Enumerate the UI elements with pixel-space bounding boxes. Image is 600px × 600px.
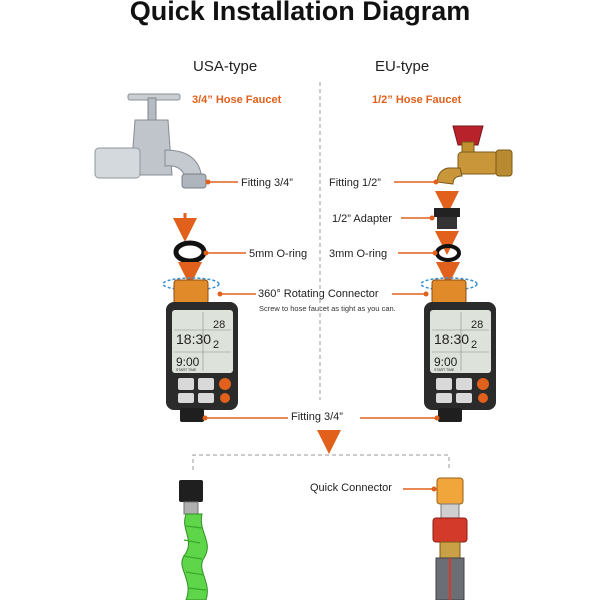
usa-garden-hose <box>179 480 208 600</box>
eu-faucet-label: 1/2” Hose Faucet <box>372 94 462 106</box>
adapter-12-label: 1/2” Adapter <box>332 213 392 225</box>
eu-lcd-clock: 18:30 <box>434 331 469 347</box>
eu-outlet <box>438 408 462 422</box>
usa-button-orange-2 <box>220 393 230 403</box>
usa-timer-lcd <box>172 310 233 373</box>
usa-lcd-value-mid: 2 <box>213 339 219 351</box>
quick-connector-label: Quick Connector <box>310 482 392 494</box>
eu-button-1 <box>436 378 452 390</box>
usa-hose-coupling <box>179 480 203 502</box>
usa-button-2 <box>198 378 214 390</box>
eu-button-orange-1 <box>477 378 489 390</box>
eu-lcd-value-top: 28 <box>471 319 483 331</box>
usa-lcd-value-top: 28 <box>213 319 225 331</box>
fitting-12-label: Fitting 1/2” <box>329 177 381 189</box>
usa-lcd-start-label: START TIME <box>176 368 197 372</box>
fitting-34-top-label: Fitting 3/4” <box>241 177 293 189</box>
eu-button-4 <box>456 393 472 403</box>
oring-3mm-label: 3mm O-ring <box>329 248 388 260</box>
eu-rotation-indicator <box>420 277 478 291</box>
usa-faucet <box>94 93 207 189</box>
eu-timer-lcd <box>430 310 491 373</box>
usa-faucet-label: 3/4” Hose Faucet <box>192 94 282 106</box>
usa-button-1 <box>178 378 194 390</box>
rotating-connector-label: 360° Rotating Connector <box>258 288 379 300</box>
usa-outlet <box>180 408 204 422</box>
fitting-34-bottom-label: Fitting 3/4” <box>291 411 343 423</box>
eu-type-heading: EU-type <box>375 58 430 75</box>
usa-button-3 <box>178 393 194 403</box>
eu-adapter <box>434 208 460 229</box>
usa-type-heading: USA-type <box>193 58 258 75</box>
rotating-connector-note: Screw to hose faucet as tight as you can… <box>259 304 396 313</box>
eu-button-3 <box>436 393 452 403</box>
eu-button-orange-2 <box>478 393 488 403</box>
usa-lcd-clock: 18:30 <box>176 331 211 347</box>
usa-button-4 <box>198 393 214 403</box>
eu-water-timer: 18:30 9:00 START TIME 28 2 <box>420 277 496 422</box>
diagram-title: Quick Installation Diagram <box>129 0 471 26</box>
quick-connector <box>436 477 464 505</box>
eu-faucet <box>436 125 513 185</box>
eu-rotating-connector <box>431 279 467 305</box>
eu-garden-hose <box>432 477 468 600</box>
hose-bracket <box>192 454 450 470</box>
eu-oring <box>435 244 461 262</box>
eu-lcd-start-label: START TIME <box>434 368 455 372</box>
eu-lcd-start-time: 9:00 <box>434 355 458 369</box>
oring-5mm-label: 5mm O-ring <box>249 248 308 260</box>
eu-lcd-value-mid: 2 <box>471 339 477 351</box>
usa-lcd-start-time: 9:00 <box>176 355 200 369</box>
hose-coupling-red <box>432 517 468 543</box>
eu-button-2 <box>456 378 472 390</box>
usa-water-timer: 18:30 9:00 START TIME 28 2 <box>162 277 238 422</box>
usa-rotation-indicator <box>162 277 220 291</box>
usa-rotating-connector <box>173 279 209 305</box>
usa-oring <box>173 240 207 264</box>
usa-button-orange-1 <box>219 378 231 390</box>
